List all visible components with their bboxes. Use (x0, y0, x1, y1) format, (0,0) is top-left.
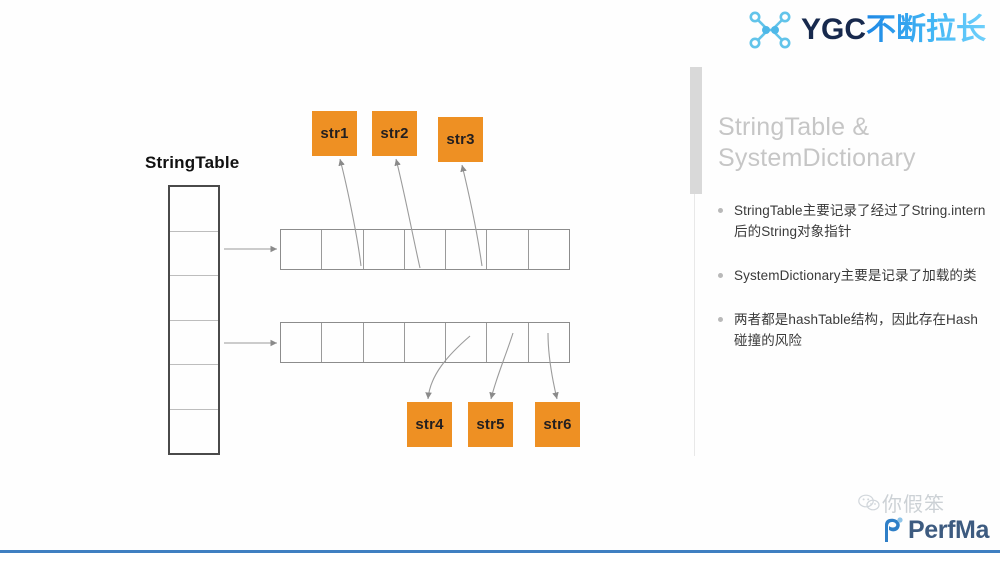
brand-title-cn: 不断拉长 (866, 13, 986, 46)
string-box-str2: str2 (372, 111, 417, 156)
pointer-to-str1 (338, 158, 362, 267)
pointer-to-str5 (489, 332, 514, 400)
bullet-dot-icon (718, 272, 723, 278)
list-item-label: StringTable主要记录了经过了String.intern后的String… (734, 203, 986, 239)
stringtable-diagram: StringTable str1 s (145, 111, 580, 455)
bullet-dot-icon (718, 208, 723, 213)
entry-cell (364, 323, 405, 362)
perfma-mark-icon (880, 516, 906, 544)
wechat-icon-svg (858, 494, 880, 511)
bucket-cell (170, 187, 218, 232)
stringtable-bucket-column (168, 185, 220, 455)
diagram-table-label: StringTable (145, 153, 240, 172)
entry-cell (281, 230, 323, 269)
wechat-watermark-label: 你假笨 (882, 492, 945, 516)
string-box-str4: str4 (407, 402, 452, 447)
string-box-str6: str6 (535, 402, 580, 447)
perfma-mark-svg (885, 517, 903, 542)
bucket-cell (170, 365, 218, 410)
page-title: StringTable & SystemDictionary (718, 113, 916, 172)
brand-title-en: YGC (800, 13, 866, 46)
bucket-cell (170, 276, 218, 321)
list-item-label: SystemDictionary主要是记录了加载的类 (734, 267, 977, 283)
string-box-str3: str3 (438, 117, 483, 162)
pointer-to-str3 (460, 164, 483, 267)
panel-divider-thick (690, 67, 702, 194)
footer-strip (0, 553, 1000, 562)
entry-cell (487, 230, 529, 269)
bullet-dot-icon (718, 316, 723, 322)
entry-cell (405, 323, 447, 362)
entry-cell (281, 323, 323, 362)
footer-rule (0, 550, 1000, 553)
pointer-to-str4 (425, 335, 471, 400)
list-item: 两者都是hashTable结构，因此存在Hash碰撞的风险 (718, 310, 986, 352)
molecule-icon (747, 8, 793, 52)
list-item: StringTable主要记录了经过了String.intern后的String… (718, 201, 986, 243)
entry-cell (322, 230, 364, 269)
list-item-label: 两者都是hashTable结构，因此存在Hash碰撞的风险 (734, 311, 978, 348)
entry-cell (322, 323, 364, 362)
wechat-icon (858, 493, 880, 517)
string-box-str1: str1 (312, 111, 357, 156)
pointer-to-str2 (394, 158, 421, 269)
entry-row-bottom (280, 322, 570, 363)
brand-header: YGC不断拉长 (747, 8, 986, 52)
wechat-watermark: 你假笨 (858, 488, 978, 522)
molecule-icon-svg (749, 11, 791, 49)
text-panel: StringTable & SystemDictionary StringTab… (718, 112, 986, 375)
bullet-list: StringTable主要记录了经过了String.intern后的String… (718, 201, 986, 352)
entry-cell (446, 230, 488, 269)
diagram-arrows (224, 158, 559, 400)
panel-divider-thin (694, 194, 695, 456)
string-box-str5: str5 (468, 402, 513, 447)
pointer-to-str6 (547, 332, 559, 400)
brand-title: YGC不断拉长 (801, 15, 986, 45)
entry-cell (446, 323, 488, 362)
bucket-cell (170, 321, 218, 365)
entry-cell (364, 230, 405, 269)
entry-cell (405, 230, 447, 269)
bucket-cell (170, 232, 218, 276)
list-item: SystemDictionary主要是记录了加载的类 (718, 266, 986, 287)
entry-row-top (280, 229, 570, 270)
entry-cell (487, 323, 529, 362)
perfma-logo: PerfMa (880, 516, 989, 544)
perfma-logo-label: PerfMa (908, 515, 989, 544)
